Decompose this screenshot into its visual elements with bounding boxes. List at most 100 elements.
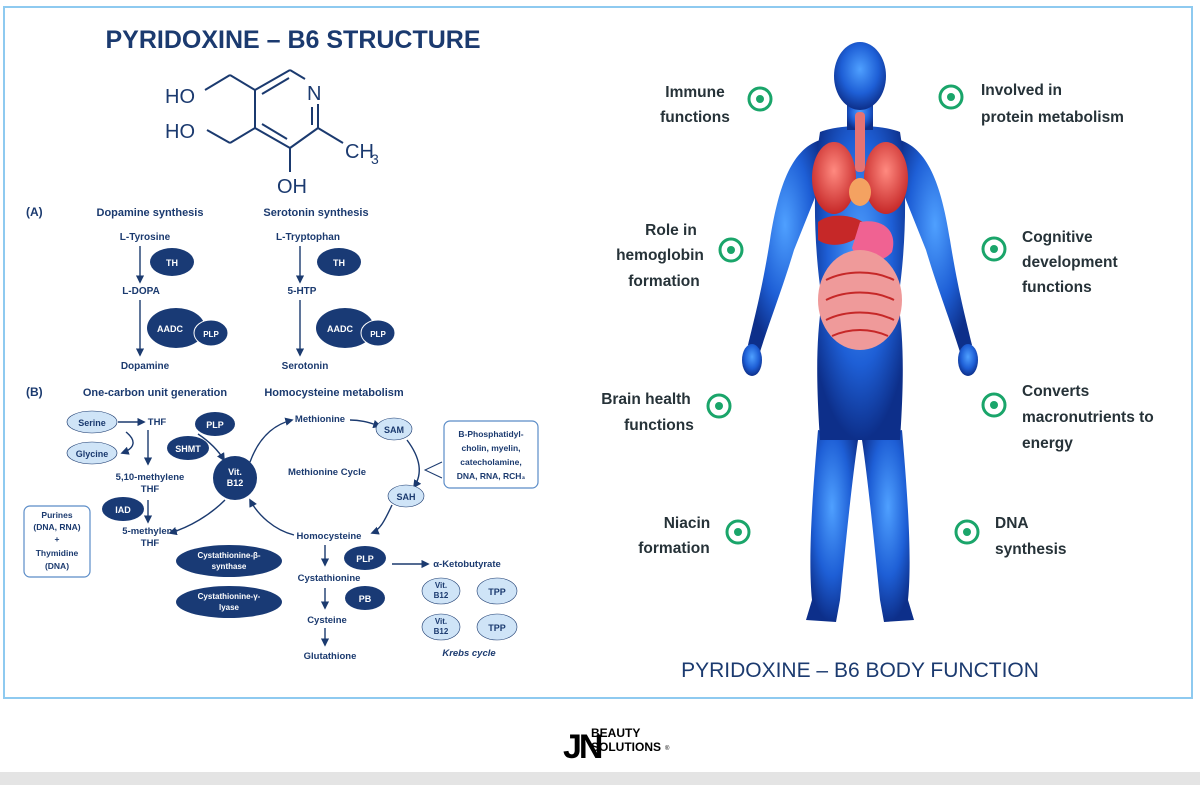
methylene-2b-label: THF [141, 538, 160, 549]
vit-b12-center-pill: Vit. B12 [213, 456, 257, 500]
svg-text:functions: functions [1022, 279, 1092, 296]
svg-text:functions: functions [624, 417, 694, 434]
ketobutyrate-label: α-Ketobutyrate [433, 559, 501, 570]
svg-text:PLP: PLP [356, 554, 374, 564]
svg-text:hemoglobin: hemoglobin [616, 247, 704, 264]
serotonin-title: Serotonin synthesis [263, 207, 368, 219]
svg-text:BEAUTY: BEAUTY [591, 726, 640, 740]
svg-text:Niacin: Niacin [664, 515, 711, 532]
svg-text:DNA: DNA [995, 515, 1029, 532]
function-protein: Involved in protein metabolism [981, 82, 1124, 126]
svg-text:SAH: SAH [396, 492, 415, 502]
target-icon [706, 393, 732, 419]
svg-text:formation: formation [628, 273, 699, 290]
svg-text:B12: B12 [227, 478, 244, 488]
svg-text:+: + [55, 534, 60, 544]
svg-text:Involved in: Involved in [981, 82, 1062, 99]
serotonin-th-pill: TH [317, 248, 361, 276]
molecule-ho-1: HO [165, 86, 195, 108]
dopamine-mid: L-DOPA [122, 286, 160, 297]
svg-text:PLP: PLP [370, 330, 386, 339]
svg-text:Cystathionine-β-: Cystathionine-β- [197, 551, 260, 560]
svg-text:TH: TH [333, 258, 345, 268]
serotonin-mid: 5-HTP [288, 286, 317, 297]
brand-logo: JN BEAUTY SOLUTIONS ® [563, 726, 670, 766]
svg-text:TH: TH [166, 258, 178, 268]
vit-b12-pill-2: Vit. B12 [421, 613, 461, 641]
serotonin-start: L-Tryptophan [276, 232, 340, 243]
svg-text:PB: PB [359, 594, 372, 604]
svg-text:JN: JN [563, 728, 602, 766]
svg-text:SAM: SAM [384, 425, 404, 435]
methylene-1-label: 5,10-methylene [116, 472, 185, 483]
section-a-arrows [135, 246, 305, 357]
thf-label: THF [148, 417, 167, 428]
svg-text:formation: formation [638, 540, 709, 557]
svg-text:synthesis: synthesis [995, 541, 1067, 558]
glutathione-label: Glutathione [304, 651, 357, 662]
svg-text:TPP: TPP [488, 623, 506, 633]
svg-text:IAD: IAD [115, 505, 131, 515]
svg-text:functions: functions [660, 109, 730, 126]
infographic-panel [3, 6, 1193, 699]
svg-text:B12: B12 [434, 627, 449, 636]
svg-text:Brain health: Brain health [601, 391, 691, 408]
target-icon [747, 86, 773, 112]
svg-text:PLP: PLP [206, 420, 224, 430]
dopamine-start: L-Tyrosine [120, 232, 171, 243]
svg-text:®: ® [665, 745, 670, 752]
svg-text:Vit.: Vit. [228, 467, 242, 477]
cystathionine-label: Cystathionine [298, 573, 361, 584]
bottom-strip [0, 772, 1200, 785]
svg-text:lyase: lyase [219, 603, 240, 612]
serine-pill: Serine [66, 410, 118, 434]
function-immune: Immune functions [660, 84, 730, 126]
function-cognitive: Cognitive development functions [1022, 229, 1118, 296]
section-a-marker: (A) [26, 205, 43, 219]
homocysteine-label: Homocysteine [297, 531, 362, 542]
target-icon [725, 519, 751, 545]
methylene-2-label: 5-methylene [122, 526, 177, 537]
function-brain: Brain health functions [601, 391, 694, 434]
human-body-figure [742, 42, 978, 622]
target-icon [718, 237, 744, 263]
svg-text:Vit.: Vit. [435, 581, 447, 590]
svg-text:development: development [1022, 254, 1118, 271]
function-niacin: Niacin formation [638, 515, 710, 557]
dopamine-aadc-pill: AADC PLP [147, 308, 229, 348]
dopamine-th-pill: TH [150, 248, 194, 276]
svg-text:SOLUTIONS: SOLUTIONS [591, 740, 661, 754]
target-icon [981, 236, 1007, 262]
vit-b12-pill-1: Vit. B12 [421, 577, 461, 605]
methionine-cycle-label: Methionine Cycle [288, 467, 366, 478]
svg-text:cholin, myelin,: cholin, myelin, [461, 443, 520, 453]
methylene-1b-label: THF [141, 484, 160, 495]
tpp-pill-1: TPP [476, 577, 518, 605]
svg-text:Glycine: Glycine [76, 449, 109, 459]
cbs-pill: Cystathionine-β- synthase [176, 545, 282, 577]
svg-text:Converts: Converts [1022, 383, 1089, 400]
target-icon [981, 392, 1007, 418]
svg-text:SHMT: SHMT [175, 444, 201, 454]
svg-text:synthase: synthase [212, 562, 247, 571]
svg-text:AADC: AADC [327, 324, 353, 334]
one-carbon-title: One-carbon unit generation [83, 387, 228, 399]
molecule-oh: OH [277, 176, 307, 198]
pyridoxine-molecule [204, 69, 344, 172]
svg-text:Cystathionine-γ-: Cystathionine-γ- [198, 592, 261, 601]
target-icon [954, 519, 980, 545]
pb-pill: PB [345, 586, 385, 610]
svg-text:DNA, RNA, RCH₃: DNA, RNA, RCH₃ [457, 471, 526, 481]
svg-text:catecholamine,: catecholamine, [460, 457, 521, 467]
sam-pill: SAM [375, 417, 413, 441]
cgl-pill: Cystathionine-γ- lyase [176, 586, 282, 618]
svg-text:energy: energy [1022, 435, 1073, 452]
serotonin-end: Serotonin [282, 361, 329, 372]
svg-text:B12: B12 [434, 591, 449, 600]
molecule-ch: CH [345, 141, 374, 163]
svg-text:Serine: Serine [78, 418, 106, 428]
function-energy: Converts macronutrients to energy [1022, 383, 1154, 452]
function-hemoglobin: Role in hemoglobin formation [616, 222, 704, 290]
dopamine-title: Dopamine synthesis [97, 207, 204, 219]
